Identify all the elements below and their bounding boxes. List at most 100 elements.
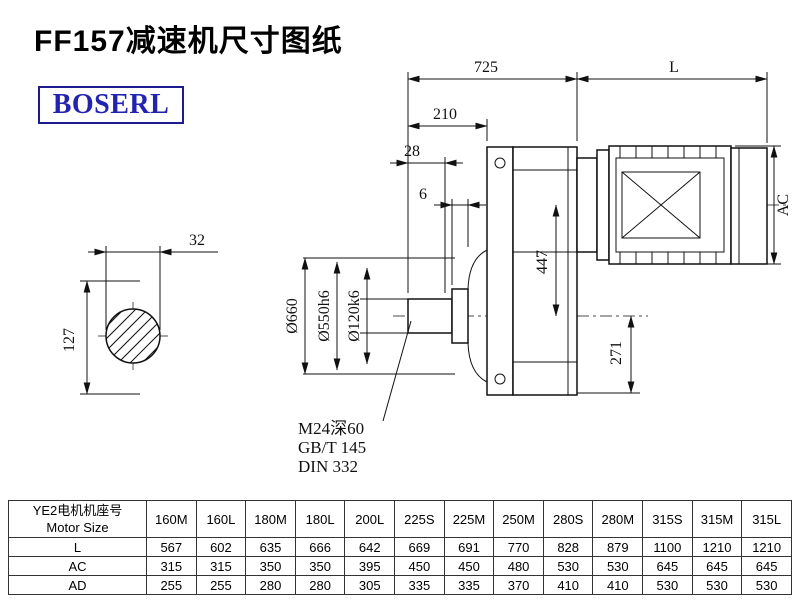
thread-standard-gbt: GB/T 145 <box>298 438 366 457</box>
col-header-225S: 225S <box>394 500 445 538</box>
dim-28-label: 28 <box>404 143 420 160</box>
brand-logo-text: BOSERL <box>52 89 170 120</box>
dim-L-label: L <box>669 59 679 76</box>
table-row-L: L 567 602 635 666 642 669 691 770 828 87… <box>8 537 792 557</box>
dim-32-label: 32 <box>189 232 205 249</box>
cell: 480 <box>493 556 544 576</box>
cell: 567 <box>146 537 197 557</box>
motor-size-header-en: Motor Size <box>46 520 109 535</box>
page-title: FF157减速机尺寸图纸 <box>34 25 343 58</box>
cell: 450 <box>443 556 495 576</box>
table-row-AC: AC 315 315 350 350 395 450 450 480 530 5… <box>8 556 792 576</box>
dim-spigot-label: Ø550h6 <box>316 290 333 342</box>
row-label-L: L <box>8 537 147 557</box>
shaft-end-view: 32 127 <box>61 232 218 395</box>
dim-210-label: 210 <box>433 106 457 123</box>
cell: 255 <box>146 575 197 595</box>
technical-drawing: 32 127 <box>61 59 792 476</box>
col-header-280M: 280M <box>592 500 644 538</box>
cell: 530 <box>592 556 644 576</box>
dim-flange-od-label: Ø660 <box>284 298 301 334</box>
col-header-225M: 225M <box>443 500 495 538</box>
bell-bottom-curve <box>467 342 488 383</box>
reducer-side-view <box>393 145 790 396</box>
dim-271-label: 271 <box>608 341 625 365</box>
cell: 645 <box>691 556 743 576</box>
brand-logo: BOSERL <box>38 86 184 124</box>
dimension-table: YE2电机机座号 Motor Size 160M 160L 180M 180L … <box>8 500 792 595</box>
cell: 645 <box>741 556 792 576</box>
table-row-AD: AD 255 255 280 280 305 335 335 370 410 4… <box>8 575 792 595</box>
gear-housing <box>512 146 578 396</box>
cell: 315 <box>195 556 247 576</box>
cell: 395 <box>344 556 396 576</box>
motor-fins <box>619 146 717 264</box>
thread-standard-din: DIN 332 <box>298 457 358 476</box>
row-label-AD: AD <box>8 575 147 595</box>
cell: 410 <box>592 575 644 595</box>
motor-adapter <box>576 157 598 253</box>
dim-6-label: 6 <box>419 186 427 203</box>
dim-447-label: 447 <box>534 250 551 274</box>
bell-top-curve <box>467 249 488 290</box>
cell: 1210 <box>691 537 743 557</box>
col-header-200L: 200L <box>344 500 396 538</box>
cell: 305 <box>344 575 396 595</box>
motor-core-hatch <box>621 171 701 239</box>
cell: 666 <box>294 537 346 557</box>
col-header-180L: 180L <box>294 500 346 538</box>
cell: 530 <box>542 556 594 576</box>
cell: 280 <box>294 575 346 595</box>
cell: 1100 <box>642 537 693 557</box>
cell: 602 <box>195 537 247 557</box>
mounting-flange <box>486 146 514 396</box>
cell: 642 <box>344 537 396 557</box>
fan-cowl <box>730 147 768 265</box>
dim-shaft-dia-label: Ø120k6 <box>346 290 363 342</box>
cell: 335 <box>443 575 495 595</box>
col-header-315L: 315L <box>741 500 792 538</box>
dimensions: 725 L 210 28 6 AC <box>284 59 792 476</box>
table-header-row: YE2电机机座号 Motor Size 160M 160L 180M 180L … <box>8 500 792 538</box>
cell: 635 <box>245 537 296 557</box>
dim-AC-label: AC <box>775 194 792 216</box>
cell: 828 <box>542 537 594 557</box>
cell: 255 <box>195 575 247 595</box>
cell: 530 <box>741 575 792 595</box>
col-header-250M: 250M <box>493 500 544 538</box>
col-header-315M: 315M <box>691 500 743 538</box>
cell: 669 <box>394 537 445 557</box>
col-header-315S: 315S <box>642 500 693 538</box>
thread-callout: M24深60 <box>298 419 364 438</box>
shaft-step <box>451 288 469 344</box>
row-label-AC: AC <box>8 556 147 576</box>
motor-body <box>608 145 732 265</box>
cell: 1210 <box>741 537 792 557</box>
cell: 645 <box>642 556 693 576</box>
cell: 770 <box>493 537 544 557</box>
dim-key-width: 32 <box>88 232 218 330</box>
cell: 879 <box>592 537 644 557</box>
dim-127-label: 127 <box>61 328 78 352</box>
flange-bolt-hole-top <box>494 157 506 169</box>
col-header-160L: 160L <box>195 500 247 538</box>
col-header-280S: 280S <box>542 500 594 538</box>
cell: 315 <box>146 556 197 576</box>
cell: 335 <box>394 575 445 595</box>
cell: 450 <box>394 556 445 576</box>
motor-size-header-cn: YE2电机机座号 <box>32 503 123 518</box>
dim-shaft-height: 127 <box>61 280 140 395</box>
cell: 691 <box>443 537 495 557</box>
col-header-180M: 180M <box>245 500 296 538</box>
flange-bolt-hole-bottom <box>494 373 506 385</box>
cell: 370 <box>493 575 544 595</box>
cell: 530 <box>642 575 693 595</box>
cell: 410 <box>542 575 594 595</box>
cell: 530 <box>691 575 743 595</box>
dim-725-label: 725 <box>474 59 498 76</box>
motor-size-header: YE2电机机座号 Motor Size <box>8 500 147 538</box>
col-header-160M: 160M <box>146 500 197 538</box>
cell: 350 <box>294 556 346 576</box>
motor-flange-ring <box>596 149 610 261</box>
